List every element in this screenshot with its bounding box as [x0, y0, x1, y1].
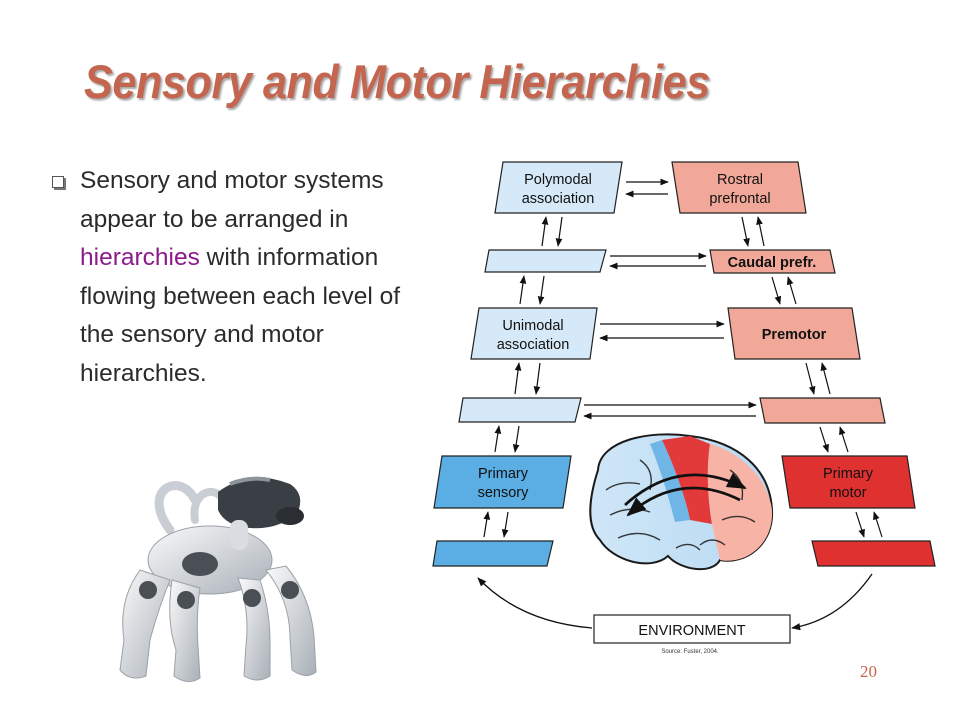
environment-box — [593, 614, 791, 644]
sensory-level-6-box — [432, 540, 554, 567]
primary-motor-box — [781, 455, 916, 509]
primary-sensory-label-line1: Primary — [478, 466, 529, 482]
bullet-text: Sensory and motor systems appear to be a… — [80, 162, 420, 393]
bullet-checkbox-icon — [52, 176, 64, 188]
environment-loop-arrows — [477, 573, 873, 631]
polymodal-label-line2: association — [522, 191, 595, 207]
source-caption: Source: Fuster, 2004. — [661, 649, 719, 655]
unimodal-association-box — [470, 307, 598, 360]
primary-motor-label-line2: motor — [829, 485, 866, 501]
motor-level-4-box — [759, 397, 886, 424]
sensory-level-4-box — [458, 397, 582, 423]
sensory-level-2-box — [484, 249, 607, 273]
motor-level-6-box — [811, 540, 936, 567]
polymodal-association-box — [494, 161, 623, 214]
robot-dog-image — [119, 476, 317, 682]
premotor-box — [727, 307, 861, 360]
unimodal-label-line1: Unimodal — [502, 318, 563, 334]
motor-vertical-arrows — [741, 216, 883, 538]
brain-illustration — [589, 433, 774, 571]
caudal-prefrontal-box — [709, 249, 836, 274]
premotor-label: Premotor — [762, 327, 827, 343]
primary-sensory-box — [433, 455, 572, 509]
bullet-text-part: with information flowing between each le… — [80, 244, 401, 387]
primary-sensory-label-line2: sensory — [478, 485, 530, 501]
polymodal-label-line1: Polymodal — [524, 172, 592, 188]
unimodal-label-line2: association — [497, 337, 570, 353]
primary-motor-label-line1: Primary — [823, 466, 874, 482]
caudal-label: Caudal prefr. — [728, 255, 817, 271]
page-number: 20 — [860, 662, 877, 681]
horizontal-arrows — [583, 178, 757, 420]
bullet-text-part: Sensory and motor systems appear to be a… — [80, 167, 384, 233]
rostral-label-line2: prefrontal — [709, 191, 770, 207]
slide-title: Sensory and Motor Hierarchies — [84, 55, 710, 108]
sensory-vertical-arrows — [483, 216, 563, 538]
rostral-label-line1: Rostral — [717, 172, 763, 188]
rostral-prefrontal-box — [671, 161, 807, 214]
bullet-highlight-word: hierarchies — [80, 244, 200, 271]
environment-label: ENVIRONMENT — [638, 623, 745, 639]
